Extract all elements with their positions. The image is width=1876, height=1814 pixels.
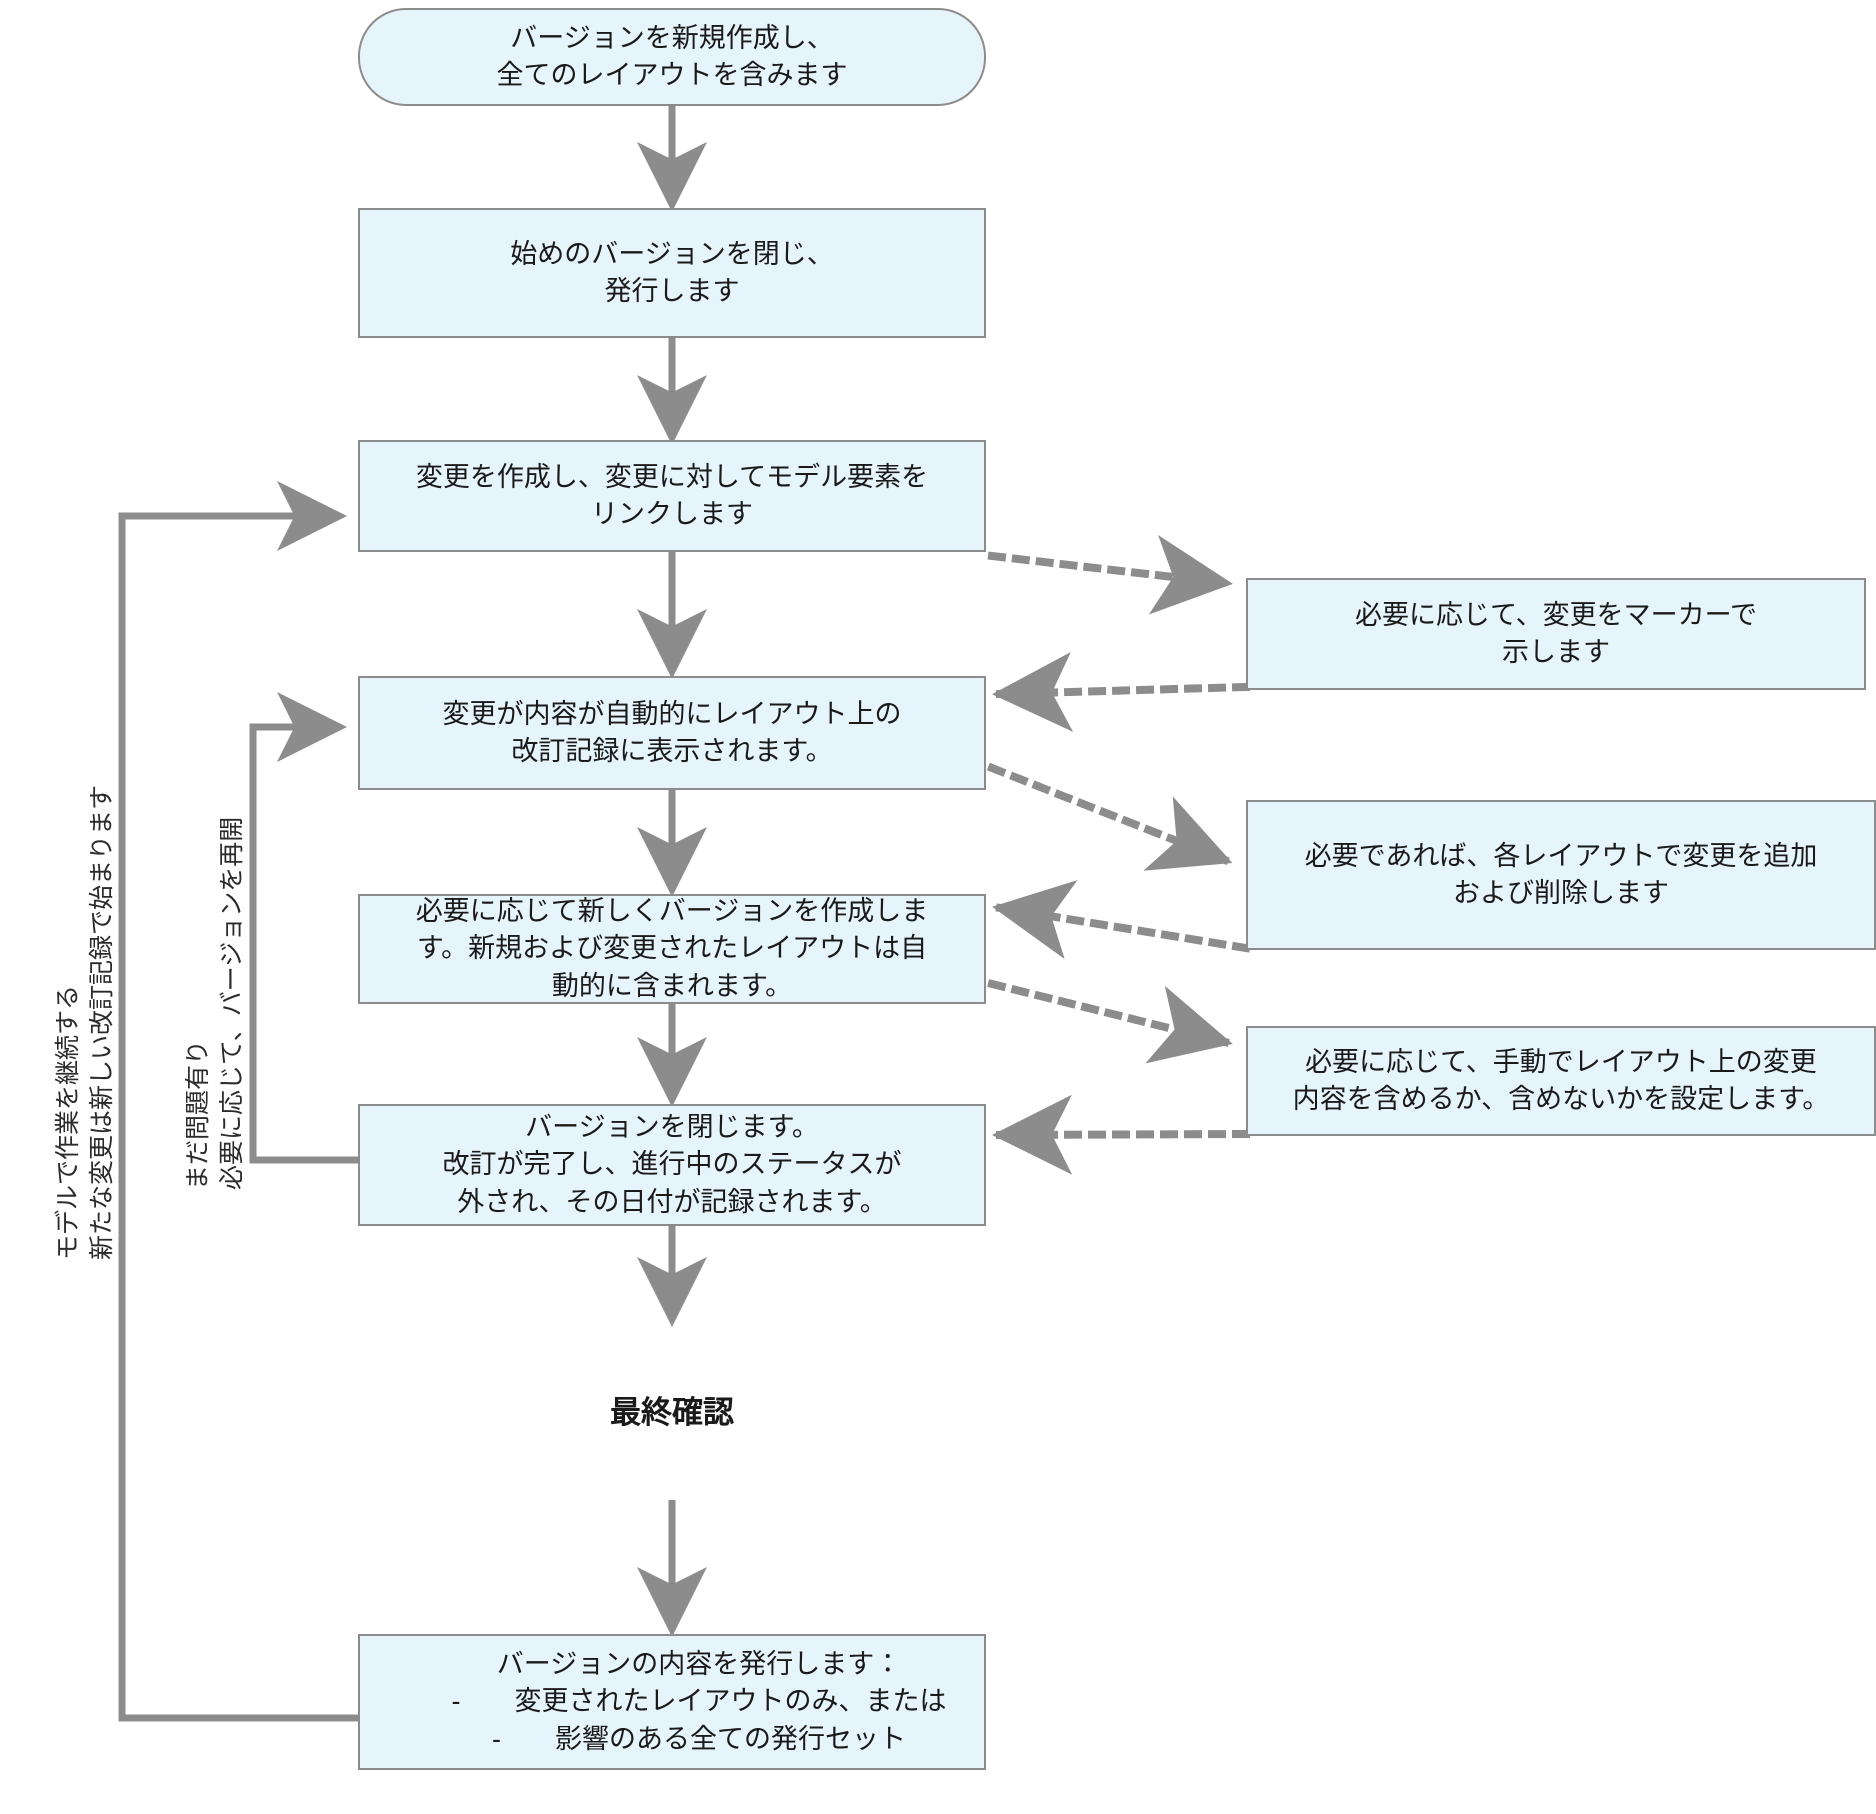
- node-create-change-link-elements[interactable]: 変更を作成し、変更に対してモデル要素を リンクします: [358, 440, 986, 552]
- edge-loop-inner: [249, 692, 358, 1164]
- edge-s2-n5: [992, 880, 1251, 960]
- edge-n3-s1: [987, 534, 1233, 615]
- node-publish-version-content-label: バージョンの内容を発行します： - 変更されたレイアウトのみ、または - 影響の…: [451, 1649, 947, 1754]
- node-final-confirmation[interactable]: 最終確認: [358, 1322, 986, 1504]
- edge-n5-s3: [987, 979, 1233, 1064]
- node-change-shown-in-revision-log[interactable]: 変更が内容が自動的にレイアウト上の 改訂記録に表示されます。: [358, 676, 986, 790]
- node-mark-changes-with-marker[interactable]: 必要に応じて、変更をマーカーで 示します: [1246, 578, 1866, 690]
- node-final-confirmation-label: 最終確認: [610, 1394, 734, 1430]
- node-close-publish-first-version[interactable]: 始めのバージョンを閉じ、 発行します: [358, 208, 986, 338]
- node-create-new-version-as-needed[interactable]: 必要に応じて新しくバージョンを作成しま す。新規および変更されたレイアウトは自 …: [358, 894, 986, 1004]
- edge-s3-n6: [992, 1094, 1251, 1175]
- edge-n4-s2: [986, 762, 1233, 871]
- node-manual-include-exclude-changes[interactable]: 必要に応じて、手動でレイアウト上の変更 内容を含めるか、含めないかを設定します。: [1246, 1026, 1876, 1136]
- node-add-remove-changes-per-layout[interactable]: 必要であれば、各レイアウトで変更を追加 および削除します: [1246, 800, 1876, 950]
- edge-label-still-issues-reopen: まだ問題有り 必要に応じて、バージョンを再開: [184, 816, 246, 1190]
- node-close-version-record-date[interactable]: バージョンを閉じます。 改訂が完了し、進行中のステータスが 外され、その日付が記…: [358, 1104, 986, 1226]
- edge-label-continue-working: モデルで作業を継続する 新たな変更は新しい改訂記録で始まります: [54, 784, 116, 1260]
- edge-s1-n4: [992, 651, 1251, 732]
- node-create-version[interactable]: バージョンを新規作成し、 全てのレイアウトを含みます: [358, 8, 986, 106]
- node-publish-version-content[interactable]: バージョンの内容を発行します： - 変更されたレイアウトのみ、または - 影響の…: [358, 1634, 986, 1770]
